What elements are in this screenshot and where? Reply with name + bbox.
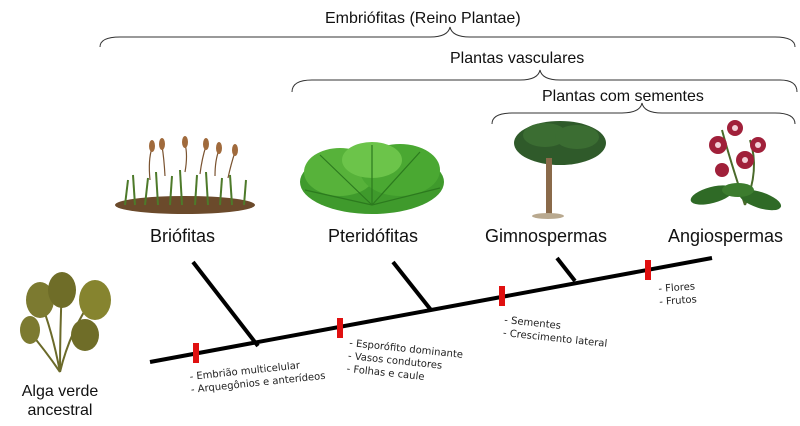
brace-vasculares — [291, 69, 798, 93]
brace-embriofitas — [99, 26, 796, 48]
branch-pteridofitas — [391, 260, 433, 312]
ancestor-label-line-1: Alga verde — [21, 383, 99, 400]
group-title-embriofitas: Embriófitas (Reino Plantae) — [325, 10, 521, 27]
trait-item: - Frutos — [658, 294, 698, 308]
group-title-vasculares: Plantas vasculares — [450, 50, 585, 67]
fern-illustration — [300, 142, 444, 214]
taxon-label-angiospermas: Angiospermas — [668, 226, 784, 246]
taxon-label-pteridofitas: Pteridófitas — [328, 226, 419, 246]
taxon-label-briofitas: Briófitas — [150, 226, 216, 246]
trait-marker-sementes — [499, 286, 505, 306]
trait-marker-vasculares — [337, 318, 343, 338]
taxon-label-gimnospermas: Gimnospermas — [485, 226, 608, 246]
trait-marker-angiospermas — [645, 260, 651, 280]
ancestor-label: Alga verde ancestral — [0, 382, 120, 420]
trait-marker-embriofitas — [193, 343, 199, 363]
branch-briofitas — [191, 260, 260, 348]
brace-sementes — [491, 102, 796, 125]
ancestor-label-line-2: ancestral — [27, 402, 93, 419]
group-title-sementes: Plantas com sementes — [542, 88, 704, 105]
trait-list-angiospermas: - Flores - Frutos — [658, 280, 697, 309]
moss-illustration — [115, 136, 255, 214]
branch-gimnospermas — [555, 256, 577, 283]
alga-illustration — [20, 272, 111, 373]
tree-illustration — [514, 121, 606, 219]
orchid-illustration — [690, 120, 782, 211]
